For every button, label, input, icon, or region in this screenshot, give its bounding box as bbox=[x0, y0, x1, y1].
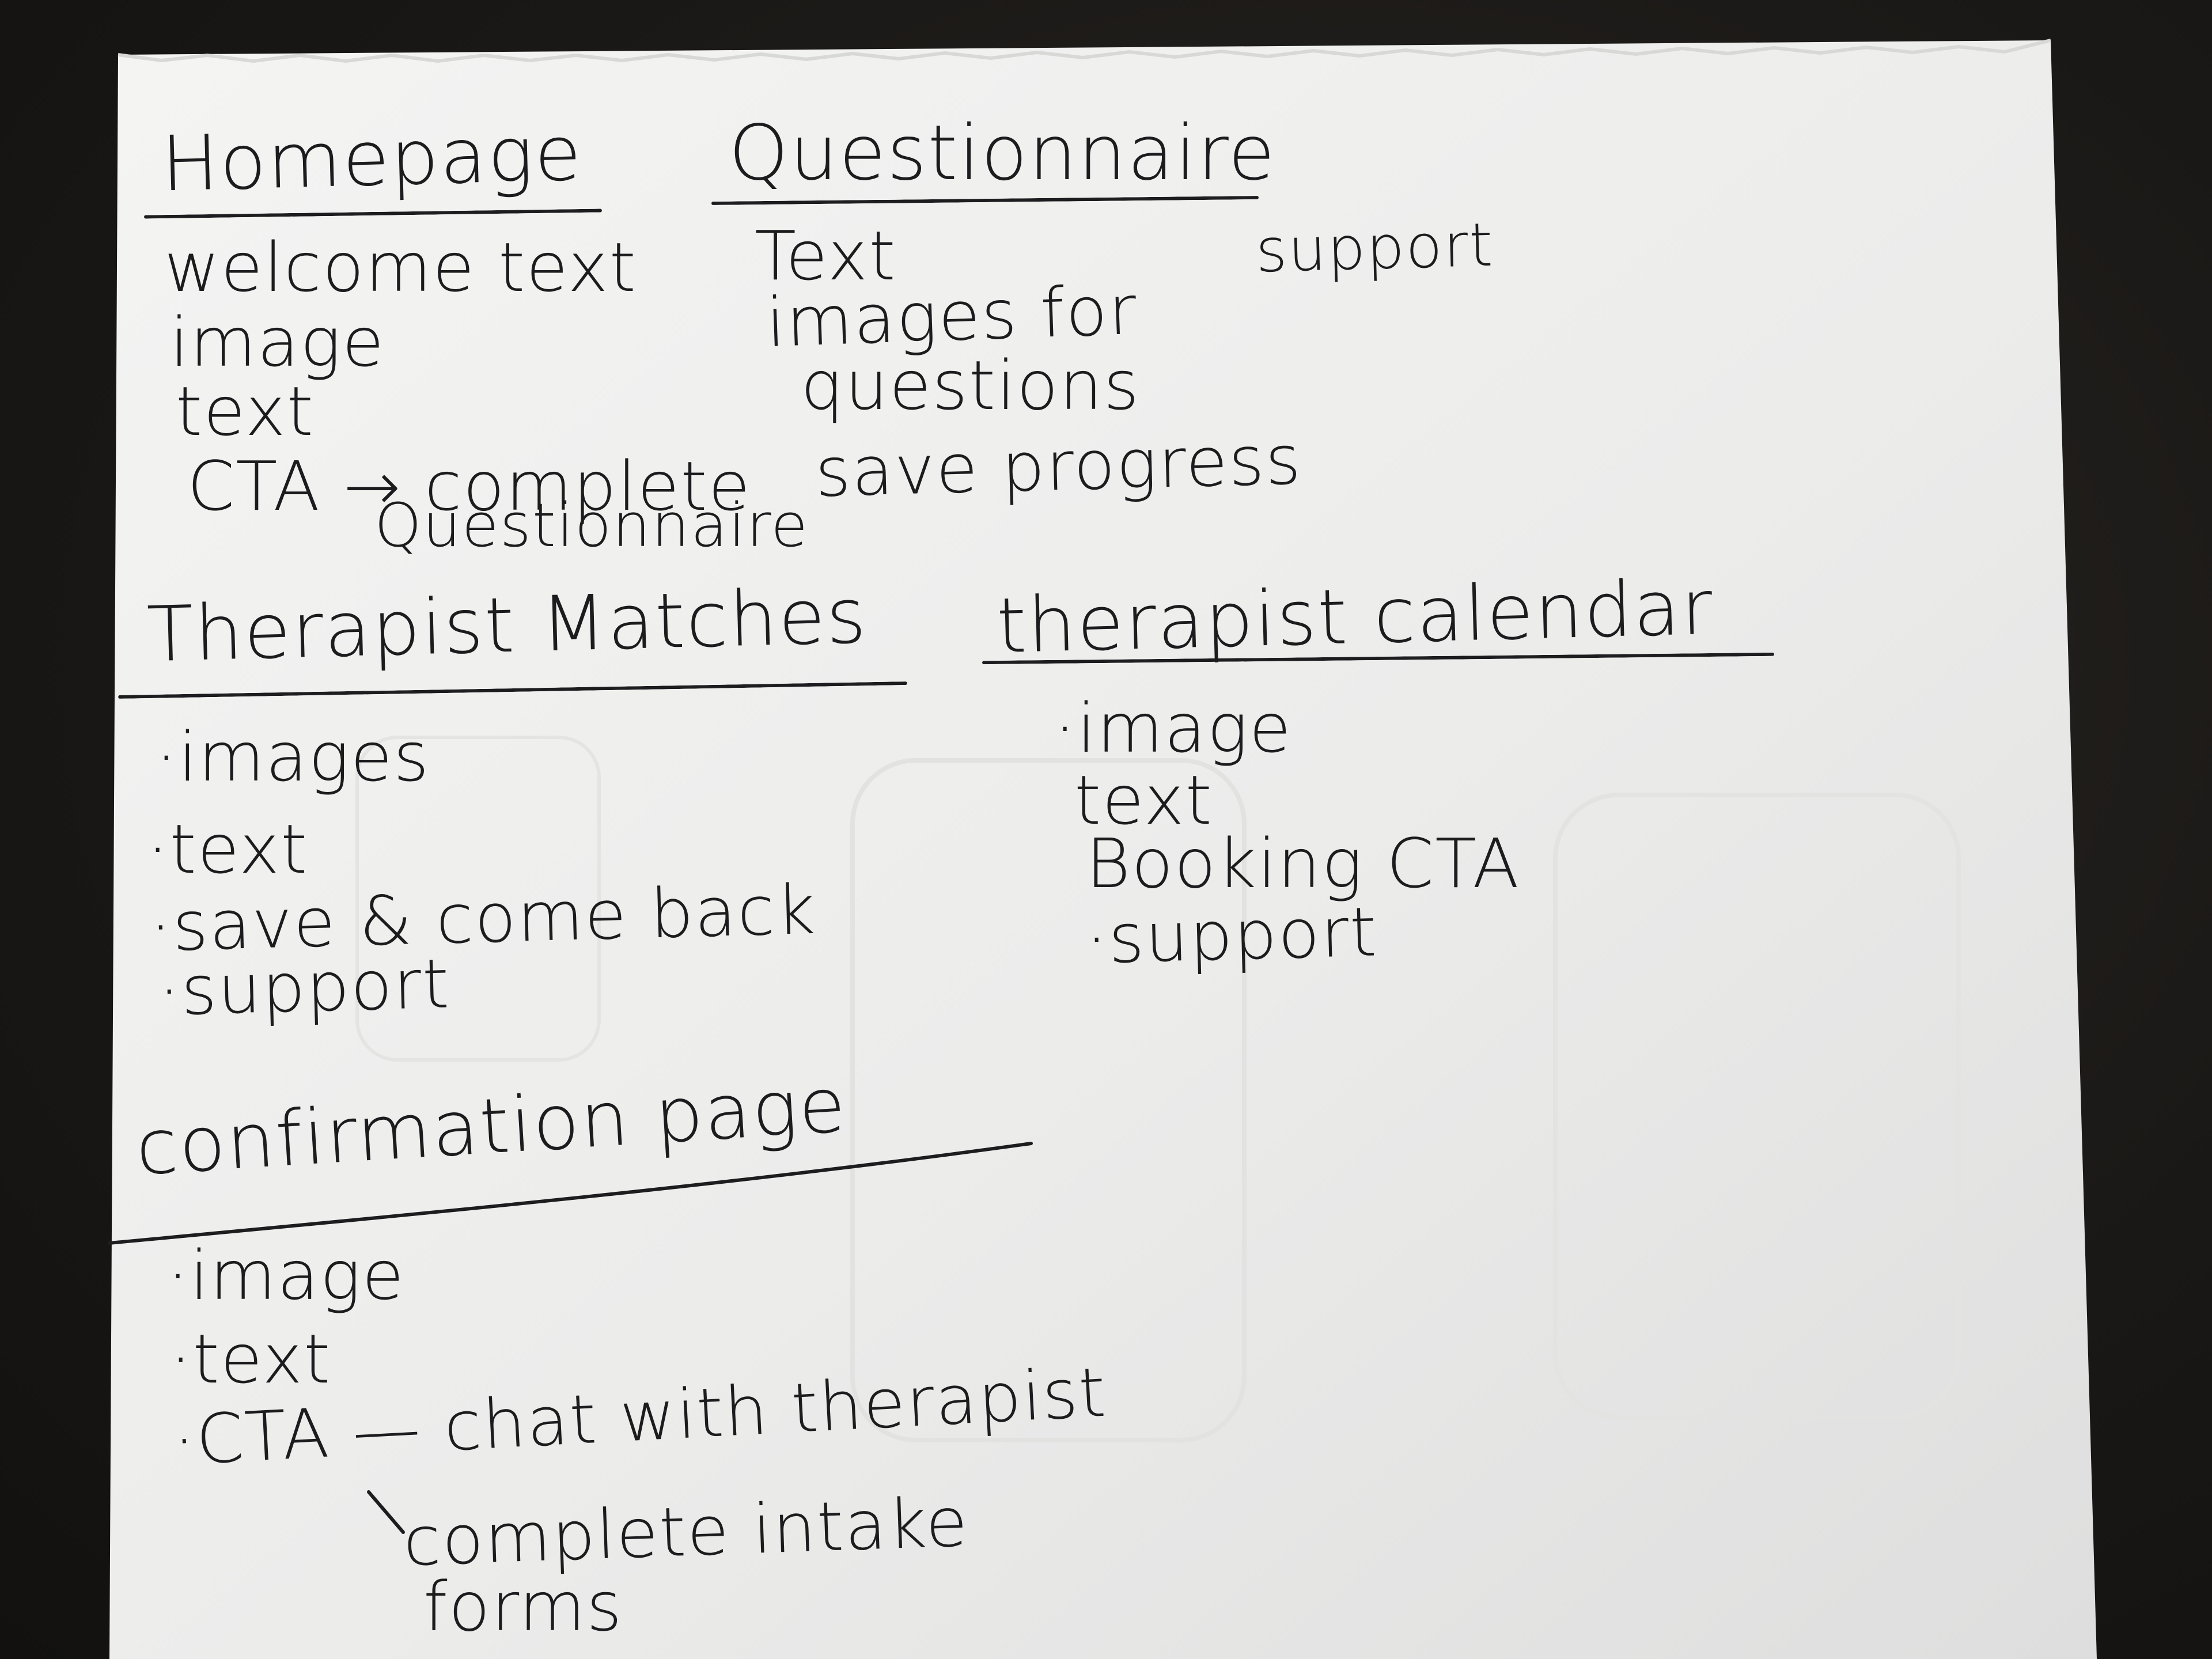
therapist-calendar-item: ·image bbox=[1054, 688, 1292, 768]
confirmation-page-item: forms bbox=[423, 1567, 623, 1646]
confirmation-page-item: complete intake bbox=[402, 1482, 970, 1582]
therapist-matches-item: ·images bbox=[156, 717, 430, 797]
paper-shape bbox=[109, 40, 2097, 1659]
homepage-item: welcome text bbox=[164, 228, 637, 307]
therapist-matches-item: ·text bbox=[147, 809, 309, 889]
confirmation-page-item: ·text bbox=[170, 1319, 332, 1399]
questionnaire-item: Text bbox=[755, 216, 897, 296]
homepage-item: text bbox=[176, 372, 315, 451]
confirmation-page-item: ·image bbox=[167, 1236, 405, 1315]
homepage-item: CTA → complete bbox=[187, 446, 752, 526]
questionnaire-heading: Questionnaire bbox=[729, 109, 1277, 198]
therapist-calendar-item: Booking CTA bbox=[1086, 824, 1520, 903]
questionnaire-item: questions bbox=[801, 346, 1141, 425]
show-through-sketch bbox=[355, 736, 601, 1062]
show-through-sketch bbox=[1553, 793, 1961, 1419]
show-through-sketch bbox=[850, 758, 1247, 1442]
paper-torn-edge bbox=[118, 39, 2051, 63]
homepage-item: image bbox=[170, 302, 385, 382]
therapist-calendar-item: text bbox=[1074, 760, 1213, 840]
homepage-item: Questionnaire bbox=[374, 490, 809, 560]
